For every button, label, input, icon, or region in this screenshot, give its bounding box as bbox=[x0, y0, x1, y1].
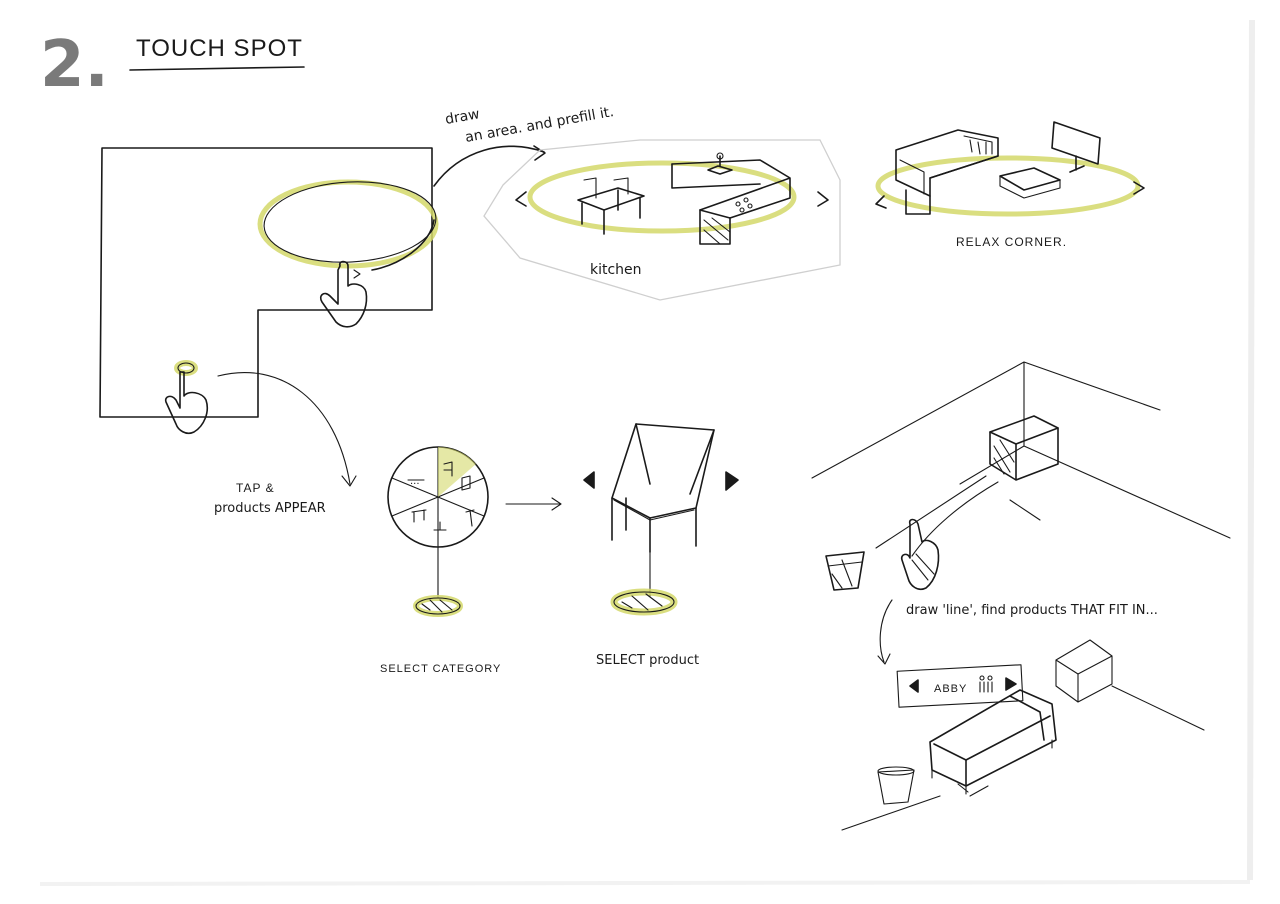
basket-icon bbox=[825, 551, 865, 591]
table-icon bbox=[577, 177, 645, 235]
relax-corner-label: RELAX CORNER. bbox=[956, 235, 1067, 249]
product-name: ABBY bbox=[934, 683, 967, 695]
chair-icon[interactable] bbox=[610, 423, 715, 616]
tv-icon bbox=[1051, 121, 1101, 173]
note-products-appear: products APPEAR bbox=[214, 501, 326, 516]
title-underline bbox=[129, 66, 305, 71]
tap-annotation: TAP & products APPEAR bbox=[214, 372, 357, 516]
select-category-label: SELECT CATEGORY bbox=[380, 663, 501, 675]
sofa-icon bbox=[929, 689, 1057, 797]
hand-pointer-icon bbox=[164, 371, 209, 435]
cube-icon bbox=[1055, 639, 1113, 703]
chevron-left-icon[interactable] bbox=[583, 471, 595, 489]
chevron-right-icon[interactable] bbox=[1005, 677, 1017, 691]
chevron-left-icon[interactable] bbox=[875, 195, 887, 209]
section-number: 2. bbox=[40, 28, 109, 102]
step-arrow bbox=[505, 497, 562, 511]
note-prefill: an area. and prefill it. bbox=[464, 104, 615, 146]
floor-plan bbox=[99, 147, 439, 435]
kitchen-label: kitchen bbox=[590, 262, 642, 278]
sofa-icon bbox=[895, 129, 999, 215]
product-bar[interactable]: ABBY bbox=[896, 664, 1024, 708]
paper-edge bbox=[39, 19, 1255, 886]
cube-icon bbox=[989, 415, 1059, 481]
draw-area-annotation: draw an area. and prefill it. bbox=[371, 104, 615, 271]
chevron-left-icon[interactable] bbox=[909, 679, 919, 693]
category-wheel-icon[interactable]: ... bbox=[387, 446, 489, 617]
coffee-table bbox=[999, 167, 1061, 199]
note-draw-line: draw 'line', find products THAT FIT IN..… bbox=[906, 603, 1158, 618]
svg-text:...: ... bbox=[410, 476, 420, 487]
person-icon bbox=[979, 675, 993, 693]
note-tap: TAP & bbox=[236, 481, 275, 495]
select-product-label: SELECT product bbox=[596, 653, 699, 668]
header: 2. TOUCH SPOT bbox=[40, 28, 305, 102]
chevron-right-icon[interactable] bbox=[725, 471, 739, 491]
relax-corner-panel: RELAX CORNER. bbox=[875, 121, 1145, 249]
chevron-right-icon[interactable] bbox=[817, 191, 829, 207]
chevron-right-icon[interactable] bbox=[1133, 181, 1145, 195]
room-corner: draw 'line', find products THAT FIT IN..… bbox=[811, 361, 1231, 831]
kitchen-counter bbox=[671, 152, 791, 245]
chevron-left-icon[interactable] bbox=[515, 191, 527, 207]
hand-pointer-icon bbox=[319, 260, 368, 328]
kitchen-panel: kitchen bbox=[483, 139, 841, 301]
note-draw: draw bbox=[444, 106, 481, 128]
basket-icon bbox=[877, 766, 915, 805]
hand-pointer-icon bbox=[900, 518, 940, 591]
page-title: TOUCH SPOT bbox=[136, 35, 303, 62]
